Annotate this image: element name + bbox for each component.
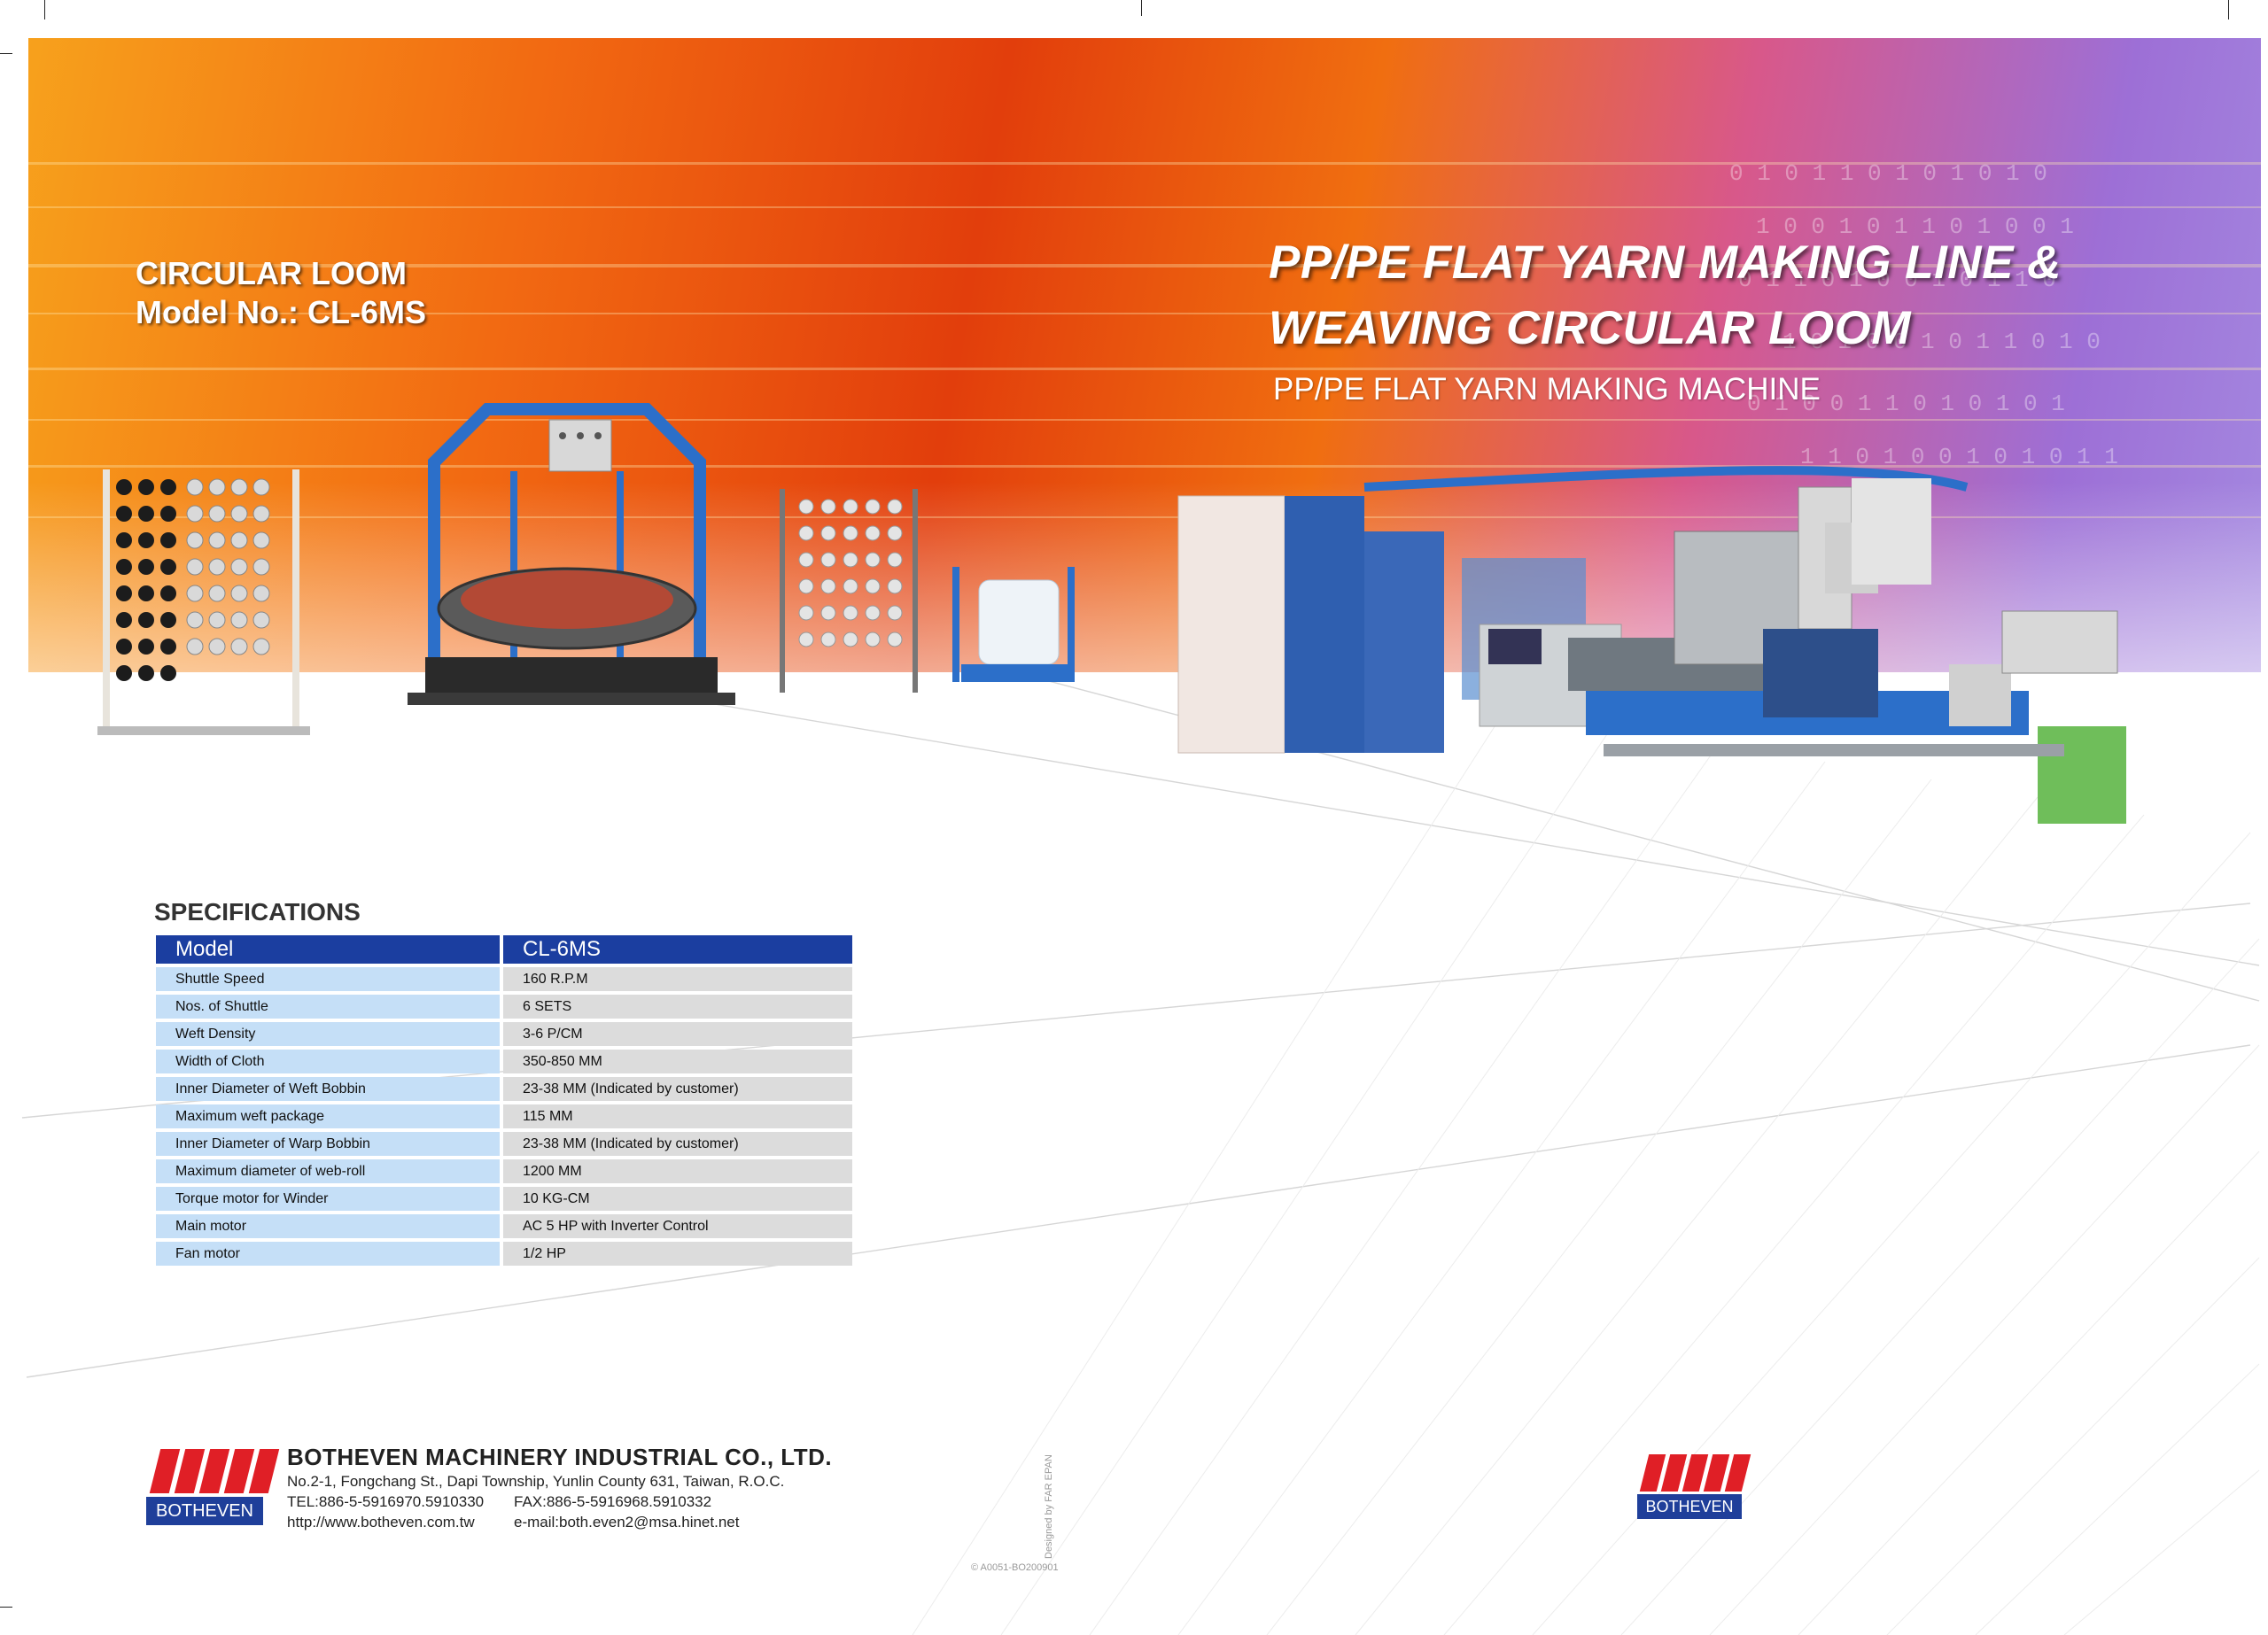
logo-bars <box>146 1449 280 1493</box>
spec-label: Main motor <box>156 1214 500 1238</box>
logo-brand-text: BOTHEVEN <box>146 1497 263 1525</box>
banner-subtitle: PP/PE FLAT YARN MAKING MACHINE <box>1273 372 1821 407</box>
spec-value: 350-850 MM <box>503 1050 852 1073</box>
circular-loom-image <box>408 403 735 705</box>
botheven-logo-back: BOTHEVEN <box>1637 1454 1751 1519</box>
logo-bars <box>1637 1454 1751 1492</box>
spec-value: AC 5 HP with Inverter Control <box>503 1214 852 1238</box>
company-email: e-mail:both.even2@msa.hinet.net <box>514 1514 740 1530</box>
flat-yarn-extrusion-line-image <box>1177 466 2126 824</box>
spec-value: 23-38 MM (Indicated by customer) <box>503 1132 852 1156</box>
spec-label: Nos. of Shuttle <box>156 995 500 1019</box>
crop-mark <box>1141 0 1142 16</box>
company-website: http://www.botheven.com.tw <box>287 1514 475 1530</box>
company-tel: TEL:886-5-5916970.5910330 <box>287 1493 485 1510</box>
binary-pattern-decoration: 0 1 0 1 1 0 1 0 1 0 1 0 1 0 0 1 0 1 1 0 … <box>1729 160 2118 470</box>
spec-label: Maximum weft package <box>156 1104 500 1128</box>
header-model-value: CL-6MS <box>503 935 852 964</box>
spec-value: 10 KG-CM <box>503 1187 852 1211</box>
banner-title-line2: WEAVING CIRCULAR LOOM <box>1269 302 1911 354</box>
spec-label: Width of Cloth <box>156 1050 500 1073</box>
banner-title-line1: PP/PE FLAT YARN MAKING LINE & <box>1269 236 2062 289</box>
spec-label: Inner Diameter of Weft Bobbin <box>156 1077 500 1101</box>
spec-value: 1/2 HP <box>503 1242 852 1266</box>
specifications-heading: SPECIFICATIONS <box>154 898 361 926</box>
spec-label: Maximum diameter of web-roll <box>156 1159 500 1183</box>
spec-value: 3-6 P/CM <box>503 1022 852 1046</box>
header-model-label: Model <box>156 935 500 964</box>
company-fax: FAX:886-5-5916968.5910332 <box>514 1493 712 1510</box>
warp-creel-right-image <box>780 489 918 693</box>
spec-label: Fan motor <box>156 1242 500 1266</box>
spec-label: Weft Density <box>156 1022 500 1046</box>
svg-text:1 0 0 1 0 1 1 0 1 0 0 1: 1 0 0 1 0 1 1 0 1 0 0 1 <box>1756 213 2074 240</box>
spec-value: 115 MM <box>503 1104 852 1128</box>
print-code: © A0051-BO200901 <box>971 1562 1059 1573</box>
table-header-row: Model CL-6MS <box>156 935 852 964</box>
spec-value: 1200 MM <box>503 1159 852 1183</box>
botheven-logo: BOTHEVEN <box>146 1449 280 1525</box>
warp-creel-left-image <box>97 469 310 735</box>
svg-text:0 1 1 0 1 0 0 1 0 1 1 0: 0 1 1 0 1 0 0 1 0 1 1 0 <box>1738 267 2056 293</box>
designer-credit: Designed by FAR EPAN <box>1044 1454 1054 1559</box>
company-name: BOTHEVEN MACHINERY INDUSTRIAL CO., LTD. <box>287 1444 833 1470</box>
crop-mark <box>0 53 12 54</box>
loom-model: Model No.: CL-6MS <box>136 294 426 330</box>
company-address: No.2-1, Fongchang St., Dapi Township, Yu… <box>287 1473 785 1490</box>
spec-value: 6 SETS <box>503 995 852 1019</box>
spec-label: Shuttle Speed <box>156 967 500 991</box>
spec-value: 160 R.P.M <box>503 967 852 991</box>
loom-name: CIRCULAR LOOM <box>136 255 407 291</box>
crop-mark <box>0 1607 12 1608</box>
logo-brand-text: BOTHEVEN <box>1637 1494 1742 1519</box>
spec-label: Inner Diameter of Warp Bobbin <box>156 1132 500 1156</box>
svg-text:0 1 0 0 1 1 0 1 0 1 0 1: 0 1 0 0 1 1 0 1 0 1 0 1 <box>1747 391 2065 417</box>
svg-text:0 1 0 1 1 0 1 0 1 0 1 0: 0 1 0 1 1 0 1 0 1 0 1 0 <box>1729 160 2047 187</box>
spec-label: Torque motor for Winder <box>156 1187 500 1211</box>
spec-value: 23-38 MM (Indicated by customer) <box>503 1077 852 1101</box>
crop-mark <box>44 0 45 19</box>
fabric-winder-image <box>952 567 1075 682</box>
svg-text:1 0 1 0 0 1 0 1 1 0 1 0: 1 0 1 0 0 1 0 1 1 0 1 0 <box>1783 329 2101 355</box>
svg-text:1 1 0 1 0 0 1 0 1 0 1 1: 1 1 0 1 0 0 1 0 1 0 1 1 <box>1800 444 2118 470</box>
crop-mark <box>2228 0 2229 19</box>
